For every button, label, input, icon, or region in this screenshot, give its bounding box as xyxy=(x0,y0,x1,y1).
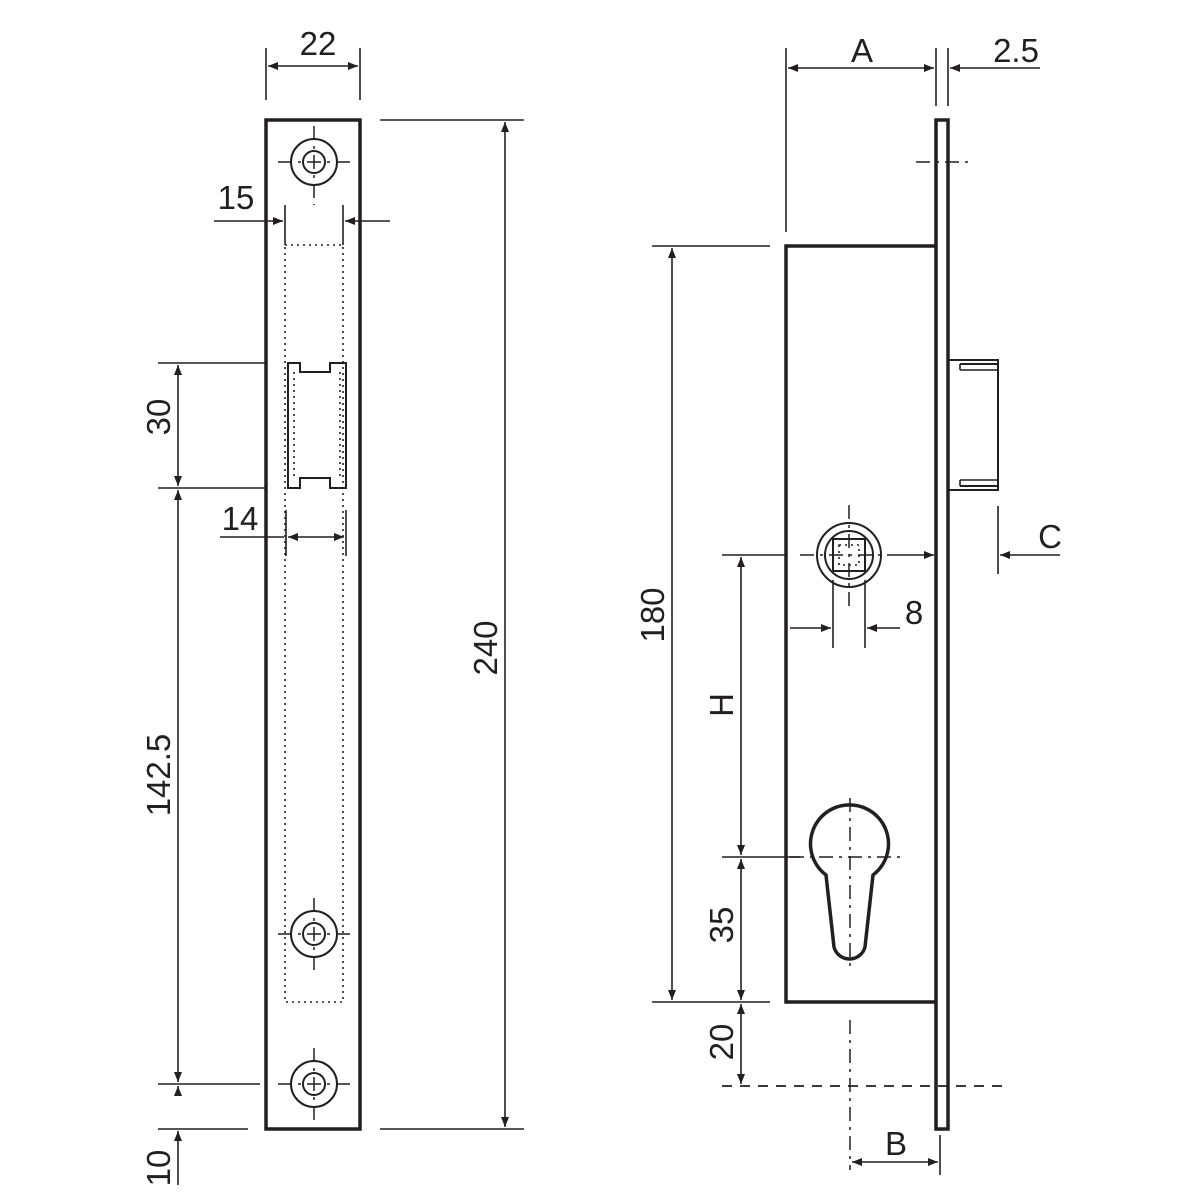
dim-label-depth-a: A xyxy=(851,32,873,69)
dim-label-spindle: 8 xyxy=(905,594,923,631)
dim-total-height: 240 xyxy=(380,119,524,1130)
lock-case-body xyxy=(784,244,936,1004)
dim-label-latch-width: 14 xyxy=(222,500,259,537)
dim-front-width: 22 xyxy=(265,25,361,100)
dim-label-faceplate: 2.5 xyxy=(993,32,1039,69)
dim-bottom-gap: 10 xyxy=(140,1086,248,1186)
dim-latch-width: 14 xyxy=(220,500,347,556)
dim-label-case-height: 180 xyxy=(634,587,671,642)
dim-bottom: 20 xyxy=(703,1004,745,1084)
cylinder-profile xyxy=(790,798,905,970)
dim-label-front-offset: 15 xyxy=(218,179,255,216)
spindle-hub xyxy=(800,505,900,610)
latch-bolt-side xyxy=(948,359,999,491)
dim-mid-span: 142.5 xyxy=(140,490,260,1085)
dim-latch-height: 30 xyxy=(140,362,266,489)
front-faceplate xyxy=(264,118,362,1131)
latch-opening-inner xyxy=(293,372,341,478)
side-faceplate xyxy=(934,118,950,1131)
dim-label-bottom-gap: 10 xyxy=(140,1150,177,1187)
dim-label-handle-to-cylinder: H xyxy=(703,693,740,717)
dim-label-latch-height: 30 xyxy=(140,399,177,436)
dim-label-cylinder: 35 xyxy=(703,907,740,944)
dim-handle-to-cylinder: H xyxy=(703,554,800,858)
latch-opening xyxy=(287,362,347,489)
dim-case-height: 180 xyxy=(634,245,770,1003)
hidden-case-outline xyxy=(284,244,344,1003)
front-view: 22 15 30 14 142.5 xyxy=(140,25,524,1186)
dim-label-bottom: 20 xyxy=(703,1024,740,1061)
screw-hole-top xyxy=(278,126,350,205)
screw-hole-bottom xyxy=(278,1048,350,1120)
dim-depth-a: A xyxy=(785,32,949,232)
dim-cylinder: 35 xyxy=(703,859,745,1000)
side-view: A 2.5 180 C 8 xyxy=(634,32,1062,1175)
dim-faceplate: 2.5 xyxy=(950,32,1040,72)
dim-front-offset: 15 xyxy=(214,179,390,245)
dim-label-front-width: 22 xyxy=(300,25,337,62)
screw-hole-middle xyxy=(278,898,350,976)
dim-handle-offset: C xyxy=(900,506,1062,574)
dim-label-total-height: 240 xyxy=(467,620,504,675)
dim-backset-b: B xyxy=(852,1125,941,1175)
dim-label-mid-span: 142.5 xyxy=(140,734,177,817)
dim-label-handle-offset: C xyxy=(1038,518,1062,555)
dim-spindle: 8 xyxy=(790,580,923,648)
dim-label-backset-b: B xyxy=(885,1125,907,1162)
